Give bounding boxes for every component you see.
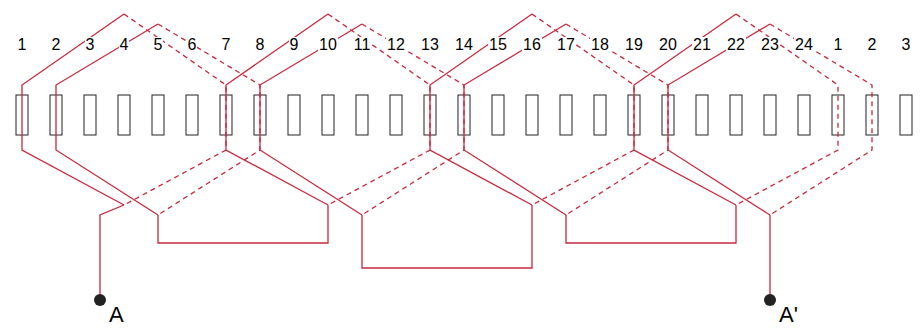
slot: [186, 95, 198, 135]
slot: [390, 95, 402, 135]
connection-wire: [100, 205, 124, 300]
slot-number: 1: [17, 37, 28, 53]
slot: [526, 95, 538, 135]
terminal-dot: [94, 294, 106, 306]
slot-number: 19: [624, 37, 644, 53]
terminal-label: A: [108, 304, 125, 326]
slot-number: 15: [488, 37, 508, 53]
slot-number: 17: [556, 37, 576, 53]
slot-number: 7: [221, 37, 232, 53]
slot: [84, 95, 96, 135]
slot: [764, 95, 776, 135]
coil-side: [464, 24, 566, 215]
slot-number: 24: [794, 37, 814, 53]
connection-wire: [566, 205, 736, 243]
coil-side: [22, 14, 124, 205]
slot-number: 1: [833, 37, 844, 53]
slot: [356, 95, 368, 135]
slot: [492, 95, 504, 135]
slot-number: 2: [51, 37, 62, 53]
slot-number: 12: [386, 37, 406, 53]
coil-return: [362, 24, 464, 215]
coil-return: [736, 14, 838, 205]
slot-number: 4: [119, 37, 130, 53]
slot: [594, 95, 606, 135]
slot-number: 10: [318, 37, 338, 53]
slot-number: 13: [420, 37, 440, 53]
slot: [322, 95, 334, 135]
terminal-label: A': [778, 304, 799, 326]
slot-number: 2: [867, 37, 878, 53]
slot: [152, 95, 164, 135]
slot-number: 11: [353, 37, 372, 53]
slot-number: 8: [255, 37, 266, 53]
coils: [22, 14, 872, 215]
slot-number: 22: [726, 37, 746, 53]
coil-side: [56, 24, 158, 215]
slot: [730, 95, 742, 135]
slot: [798, 95, 810, 135]
slot: [696, 95, 708, 135]
slot-number: 18: [590, 37, 610, 53]
connection-wire: [769, 215, 770, 300]
coil-return: [770, 24, 872, 215]
slot-number: 21: [692, 37, 712, 53]
coil-side: [260, 24, 362, 215]
coil-return: [532, 14, 634, 205]
slot-number: 20: [658, 37, 678, 53]
coil-return: [328, 14, 430, 205]
slot: [118, 95, 130, 135]
coil-return: [158, 24, 260, 215]
coil-side: [668, 24, 770, 215]
slot-number: 9: [289, 37, 300, 53]
slot-number: 3: [901, 37, 912, 53]
coil-side: [430, 14, 532, 205]
connections: [100, 205, 770, 300]
terminal-dot: [764, 294, 776, 306]
connection-wire: [158, 205, 328, 243]
slot: [900, 95, 912, 135]
slot-number: 6: [187, 37, 198, 53]
connection-wire: [362, 205, 532, 268]
slot: [288, 95, 300, 135]
coil-return: [566, 24, 668, 215]
slot: [560, 95, 572, 135]
slot-number: 16: [522, 37, 542, 53]
slot-number: 5: [153, 37, 164, 53]
slot-number: 23: [760, 37, 780, 53]
slot-number: 3: [85, 37, 96, 53]
coil-return: [124, 14, 226, 205]
coil-side: [634, 14, 736, 205]
coil-side: [226, 14, 328, 205]
slot-number: 14: [454, 37, 474, 53]
